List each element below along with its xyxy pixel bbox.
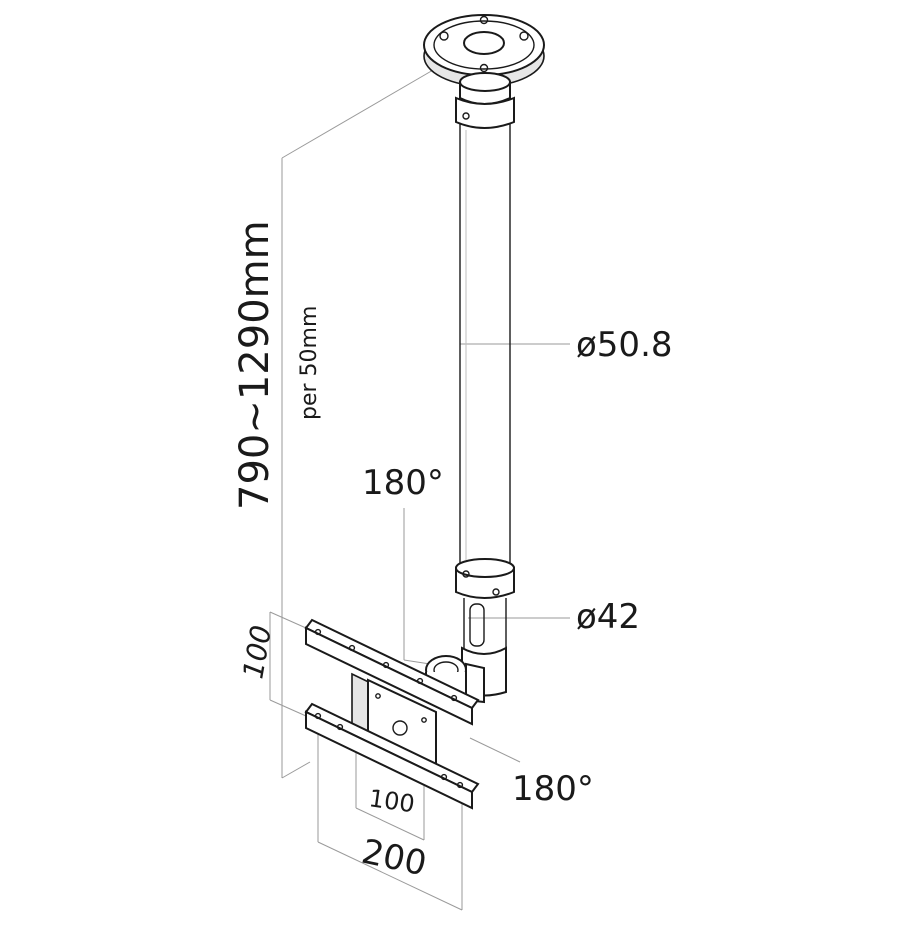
vesa-height-top-line xyxy=(269,611,307,629)
tilt-angle-label: 180° xyxy=(362,463,444,503)
swivel-leader-line xyxy=(469,737,521,763)
vesa-width-small-label: 100 xyxy=(367,784,416,818)
vesa-width-large-label: 200 xyxy=(358,832,430,885)
vesa-100-dim-line xyxy=(355,807,425,841)
vesa-height-label: 100 xyxy=(236,623,278,681)
vesa-200-dim-line xyxy=(317,841,463,911)
height-range-label: 790~1290mm xyxy=(232,220,278,510)
vesa-height-bottom-line xyxy=(269,699,307,717)
upper-tube xyxy=(459,124,511,566)
middle-collar xyxy=(455,558,515,599)
height-top-extension-line xyxy=(281,65,441,159)
upper-tube-diameter-label: ø50.8 xyxy=(576,325,673,365)
swivel-angle-label: 180° xyxy=(512,769,594,809)
lower-tube-diameter-label: ø42 xyxy=(576,597,640,637)
tilt-leader-foot xyxy=(403,659,431,665)
height-step-label: per 50mm xyxy=(297,306,322,420)
upper-joint xyxy=(455,72,515,129)
height-bottom-extension-line xyxy=(281,761,311,779)
vesa-bracket xyxy=(304,618,480,810)
